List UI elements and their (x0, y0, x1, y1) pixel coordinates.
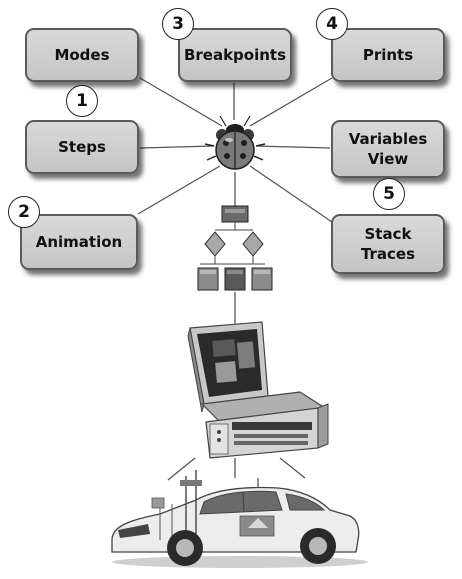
flowchart-icon (197, 205, 273, 291)
modes-label: Modes (54, 46, 110, 64)
animation-box: Animation (20, 214, 138, 270)
line-stack (249, 165, 333, 223)
steps-box: Steps (25, 120, 139, 174)
badge-2: 2 (8, 196, 40, 228)
ladybug-icon (204, 115, 266, 170)
rugged-laptop-icon (187, 321, 329, 459)
line-modes (139, 77, 223, 127)
badge-2-text: 2 (18, 202, 30, 222)
breakpoints-label: Breakpoints (183, 46, 287, 64)
steps-label: Steps (58, 138, 106, 156)
prints-label: Prints (362, 46, 414, 64)
badge-3: 3 (162, 8, 194, 40)
badge-1-text: 1 (76, 91, 88, 111)
line-prints (249, 77, 333, 127)
badge-4-text: 4 (326, 14, 338, 34)
test-car-icon (111, 470, 368, 568)
modes-box: Modes (25, 28, 139, 82)
line-animation (137, 165, 221, 215)
line-steps (139, 145, 215, 149)
animation-label: Animation (35, 233, 123, 251)
connector-lines (137, 77, 333, 481)
variables-view-box: Variables View (331, 120, 445, 178)
stack-traces-label: Stack Traces (360, 225, 416, 263)
line-variables (255, 145, 331, 149)
prints-box: Prints (331, 28, 445, 82)
stack-traces-box: Stack Traces (331, 214, 445, 274)
badge-5-text: 5 (383, 184, 395, 204)
badge-5: 5 (373, 178, 405, 210)
badge-4: 4 (316, 8, 348, 40)
badge-1: 1 (66, 85, 98, 117)
line-signal-left (167, 457, 196, 481)
badge-3-text: 3 (172, 14, 184, 34)
line-signal-right (279, 457, 306, 479)
variables-view-label: Variables View (348, 130, 428, 168)
breakpoints-box: Breakpoints (178, 28, 292, 82)
